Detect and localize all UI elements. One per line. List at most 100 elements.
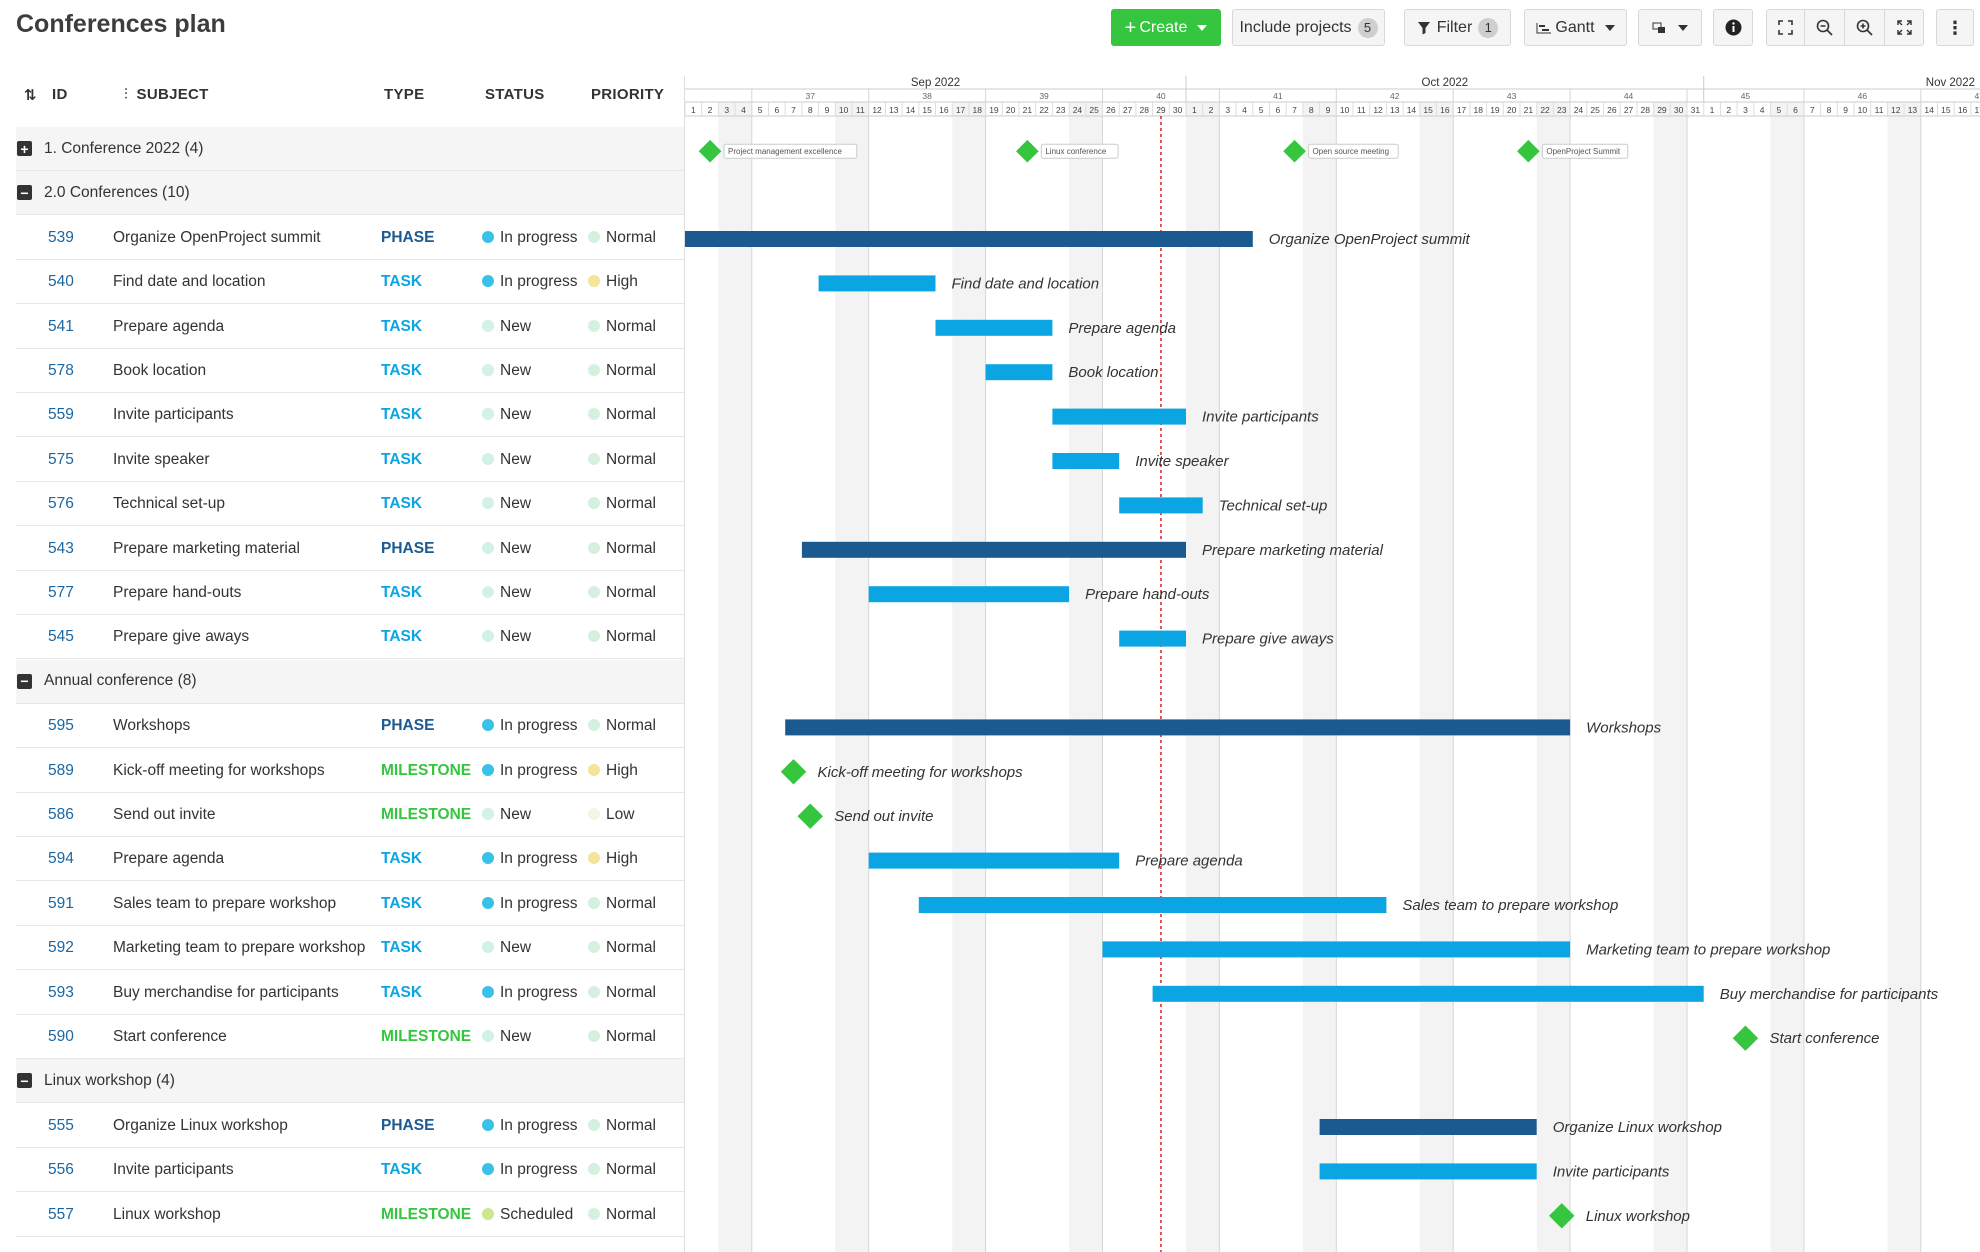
work-package-id-link[interactable]: 593 — [48, 983, 74, 1001]
status-cell[interactable]: New — [482, 806, 531, 824]
column-header-priority[interactable]: PRIORITY — [591, 86, 664, 108]
work-package-id-link[interactable]: 540 — [48, 273, 74, 291]
collapse-icon[interactable]: − — [17, 185, 32, 201]
work-package-id-link[interactable]: 589 — [48, 761, 74, 779]
priority-cell[interactable]: Normal — [588, 939, 656, 957]
column-header-subject[interactable]: ⫶ SUBJECT — [124, 86, 209, 108]
work-package-id-link[interactable]: 578 — [48, 362, 74, 379]
column-header-id[interactable]: ID — [52, 86, 68, 108]
work-package-id-link[interactable]: 557 — [48, 1205, 74, 1223]
include-projects-button[interactable]: Include projects 5 — [1232, 9, 1385, 46]
zoom-in-button[interactable] — [1844, 9, 1884, 46]
priority-cell[interactable]: High — [588, 850, 638, 868]
work-package-id-link[interactable]: 586 — [48, 806, 74, 823]
priority-cell[interactable]: Low — [588, 806, 634, 824]
work-package-id-link[interactable]: 541 — [48, 317, 74, 335]
zoom-out-button[interactable] — [1804, 9, 1844, 46]
status-cell[interactable]: New — [482, 939, 531, 957]
work-package-id-link[interactable]: 591 — [48, 894, 74, 912]
expand-icon[interactable]: + — [17, 141, 32, 156]
create-button[interactable]: + Create — [1111, 9, 1221, 46]
column-header-type[interactable]: TYPE — [384, 86, 424, 108]
status-cell[interactable]: In progress — [482, 895, 578, 913]
status-cell[interactable]: New — [482, 584, 531, 602]
zoom-auto-button[interactable] — [1766, 9, 1804, 46]
status-cell[interactable]: New — [482, 628, 531, 646]
status-cell[interactable]: New — [482, 540, 531, 558]
status-cell[interactable]: New — [482, 318, 531, 336]
priority-cell[interactable]: Normal — [588, 984, 656, 1002]
priority-cell[interactable]: Normal — [588, 1206, 656, 1224]
status-cell[interactable]: New — [482, 495, 531, 513]
priority-cell[interactable]: Normal — [588, 362, 656, 380]
work-package-id-link[interactable]: 594 — [48, 850, 74, 868]
priority-cell[interactable]: Normal — [588, 628, 656, 646]
column-header-status[interactable]: STATUS — [485, 86, 545, 108]
more-menu-button[interactable]: ⋮ — [1936, 9, 1974, 46]
priority-cell[interactable]: Normal — [588, 895, 656, 913]
collapse-icon[interactable]: − — [17, 673, 32, 689]
priority-cell[interactable]: Normal — [588, 1117, 656, 1135]
status-cell[interactable]: In progress — [482, 273, 578, 291]
priority-cell[interactable]: Normal — [588, 717, 656, 735]
priority-cell[interactable]: Normal — [588, 584, 656, 602]
fullscreen-button[interactable] — [1884, 9, 1924, 46]
priority-cell[interactable]: Normal — [588, 1161, 656, 1179]
work-package-id-link[interactable]: 577 — [48, 584, 74, 601]
settings-dropdown-button[interactable] — [1638, 9, 1702, 46]
group-header[interactable]: −Linux workshop (4) — [16, 1059, 684, 1104]
work-package-id-link[interactable]: 595 — [48, 717, 74, 735]
priority-cell[interactable]: Normal — [588, 229, 656, 247]
status-cell[interactable]: In progress — [482, 717, 578, 735]
work-package-id-link[interactable]: 555 — [48, 1116, 74, 1134]
priority-cell[interactable]: Normal — [588, 406, 656, 424]
status-cell[interactable]: In progress — [482, 762, 578, 780]
work-package-id-link[interactable]: 543 — [48, 539, 74, 557]
work-package-id-link[interactable]: 556 — [48, 1161, 74, 1179]
status-cell[interactable]: In progress — [482, 984, 578, 1002]
work-package-id-link[interactable]: 576 — [48, 495, 74, 513]
work-package-id-link[interactable]: 559 — [48, 406, 74, 424]
group-header[interactable]: −2.0 Conferences (10) — [16, 171, 684, 216]
status-cell[interactable]: In progress — [482, 1161, 578, 1179]
priority-cell[interactable]: Normal — [588, 540, 656, 558]
status-cell[interactable]: In progress — [482, 850, 578, 868]
work-package-id-link[interactable]: 575 — [48, 450, 74, 468]
filter-button[interactable]: Filter 1 — [1404, 9, 1511, 46]
status-cell[interactable]: New — [482, 451, 531, 469]
status-cell[interactable]: Scheduled — [482, 1206, 573, 1224]
sort-column-header[interactable]: ⇅ — [24, 86, 37, 108]
priority-cell[interactable]: High — [588, 762, 638, 780]
work-package-id-link[interactable]: 590 — [48, 1028, 74, 1045]
group-header[interactable]: −Annual conference (8) — [16, 659, 684, 704]
status-cell[interactable]: In progress — [482, 229, 578, 247]
priority-cell[interactable]: Normal — [588, 318, 656, 336]
details-button[interactable] — [1713, 9, 1753, 46]
status-cell[interactable]: New — [482, 1028, 531, 1046]
group-header[interactable]: +1. Conference 2022 (4) — [16, 127, 684, 171]
collapse-icon[interactable]: − — [17, 1073, 32, 1089]
status-cell[interactable]: New — [482, 406, 531, 424]
priority-cell[interactable]: Normal — [588, 1028, 656, 1046]
priority-cell[interactable]: High — [588, 273, 638, 291]
work-package-id-link[interactable]: 545 — [48, 628, 74, 646]
priority-cell[interactable]: Normal — [588, 451, 656, 469]
